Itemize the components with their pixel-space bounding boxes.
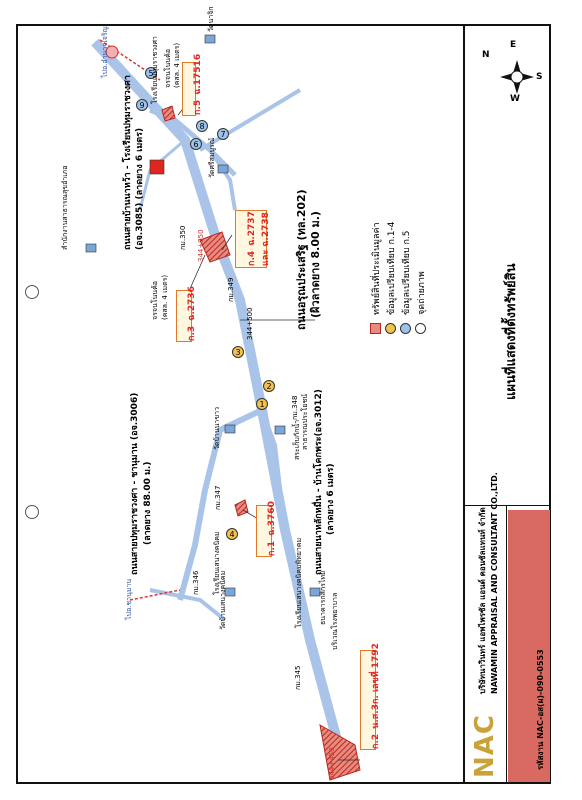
landmark-label: ธนาคารกสิกรไทย xyxy=(319,570,327,625)
legend-blue-circle-icon xyxy=(400,323,411,334)
km-post: 344+950 xyxy=(197,229,205,262)
km-marker: กม.347 xyxy=(214,485,222,510)
km-post: 344+500 xyxy=(246,307,254,340)
comparison-point-9: 9 xyxy=(136,99,148,111)
comparison-point-7: 7 xyxy=(217,128,229,140)
title-stripe xyxy=(508,510,550,782)
landmark-label: วัดบ้านนาขาว xyxy=(213,407,221,450)
landmark-label: บริเวณโรงพยาบาล xyxy=(331,592,339,650)
road-3012 xyxy=(260,409,287,531)
parcel-label-2: ก.2 น.ส.3ก. เลขที่ 1792 xyxy=(360,643,381,750)
direction-to-chanuman: ไปอ.ชานุมาน xyxy=(125,578,133,620)
direction-to-amnat: ไปอ.อำนาจเจริญ xyxy=(101,26,109,78)
landmark-label: วัดบ้านเสนางคนิคม xyxy=(219,570,227,630)
map-frame xyxy=(16,24,551,784)
parcel-label-3: ก.3 ฉ.2736 xyxy=(176,286,197,342)
lane-note: (คสล. 4 เมตร) xyxy=(173,42,181,88)
parcel-5 xyxy=(161,105,176,122)
km-marker: กม.346 xyxy=(192,570,200,595)
km-marker: กม.345 xyxy=(294,665,302,690)
landmark-label: วัดศรีสมบูรณ์ xyxy=(208,137,216,178)
comparison-point-2: 2 xyxy=(263,380,275,392)
landmark-label: สาธารณประโยชน์ xyxy=(301,393,309,450)
binder-hole xyxy=(25,505,39,519)
km-marker: กม.349 xyxy=(227,277,235,302)
highway-202 xyxy=(91,38,350,772)
road-3006-label: ถนนสายปทุมราชวงศา - ชานุมาน (อจ.3006) xyxy=(130,392,140,575)
legend-yellow-circle-icon xyxy=(385,323,396,334)
landmark-icons xyxy=(85,34,321,597)
comparison-point-5: 5 xyxy=(145,67,157,79)
parcel-2 xyxy=(319,724,361,781)
parcel-label-1: ก.1 ฉ.3760 xyxy=(256,501,277,557)
road-3085-width: (อจ.3085) (ลาดยาง 6 เมตร) xyxy=(135,127,145,250)
compass-s: S xyxy=(536,72,543,82)
company-english-name: NAWAMIN APPRAISAL AND CONSULTANT CO.,LTD… xyxy=(490,472,499,694)
compass-rose-icon xyxy=(500,60,534,94)
legend-label: ข้อมูลเปรียบเทียบ ก.5 xyxy=(402,230,412,315)
comparison-point-3: 3 xyxy=(232,346,244,358)
camera-icon xyxy=(415,323,426,334)
comparison-point-1: 1 xyxy=(256,398,268,410)
legend-parcel-icon xyxy=(370,323,381,334)
side-road xyxy=(138,138,186,211)
legend: ทรัพย์สินที่ประเมินมูลค่า ข้อมูลเปรียบเท… xyxy=(365,135,455,345)
district-marker xyxy=(105,45,119,59)
km-marker: กม.350 xyxy=(179,225,187,250)
landmark-label: โรงเรียนเสนางคนิคมพิทยาคม xyxy=(295,537,303,628)
side-road xyxy=(208,148,237,211)
road-3006-width: (ลาดยาง 88.00 ม.) xyxy=(143,461,153,545)
job-code: รหัสงาน NAC-อส(ผ)-090-0553 xyxy=(536,649,545,770)
road-3085 xyxy=(149,107,237,177)
compass: N W E S xyxy=(482,40,543,104)
district-line xyxy=(129,589,181,601)
lane-note: (คสล. 4 เมตร) xyxy=(161,274,169,320)
km-post: 344+450 xyxy=(328,747,336,780)
highway-202-width: (ผิวลาดยาง 8.00 ม.) xyxy=(309,211,322,318)
divider xyxy=(506,505,507,784)
legend-label: จุดถ่ายภาพ xyxy=(417,271,427,315)
road-3006 xyxy=(177,407,264,601)
landmark-label: วัดนาจิก xyxy=(207,6,215,32)
parcel-3-4 xyxy=(199,231,231,263)
parcel-label-5: ก.5 ฉ.17516 xyxy=(182,54,203,116)
divider xyxy=(463,505,551,506)
legend-label: ทรัพย์สินที่ประเมินมูลค่า xyxy=(372,222,382,315)
company-logo-text: NAC xyxy=(470,714,500,778)
compass-e: E xyxy=(510,40,517,50)
comparison-point-6: 6 xyxy=(190,138,202,150)
comparison-point-4: 4 xyxy=(226,528,238,540)
company-thai-name: บริษัทนาวินทร์ แอพไพรซัล แอนด์ คอนซัลแทน… xyxy=(478,507,487,694)
parcel-1 xyxy=(234,499,249,517)
landmark-label: โรงเรียนปทุมราชวงศา xyxy=(151,36,159,104)
compass-w: W xyxy=(510,94,520,104)
company-logo: NAC xyxy=(466,700,506,782)
road-3012-width: (ลาดยาง 6 เมตร) xyxy=(326,463,336,535)
side-road xyxy=(198,88,302,152)
binder-hole xyxy=(25,285,39,299)
parcel-label-4: ก.4 ฉ.2737 และ ฉ.2738 xyxy=(235,210,271,268)
landmark-label: สำนักงานสาธารณสุขอำเภอ xyxy=(61,165,69,250)
legend-label: ข้อมูลเปรียบเทียบ ก.1-4 xyxy=(387,221,397,315)
title-block xyxy=(463,24,551,784)
compass-n: N xyxy=(482,50,490,60)
comparison-point-8: 8 xyxy=(196,120,208,132)
